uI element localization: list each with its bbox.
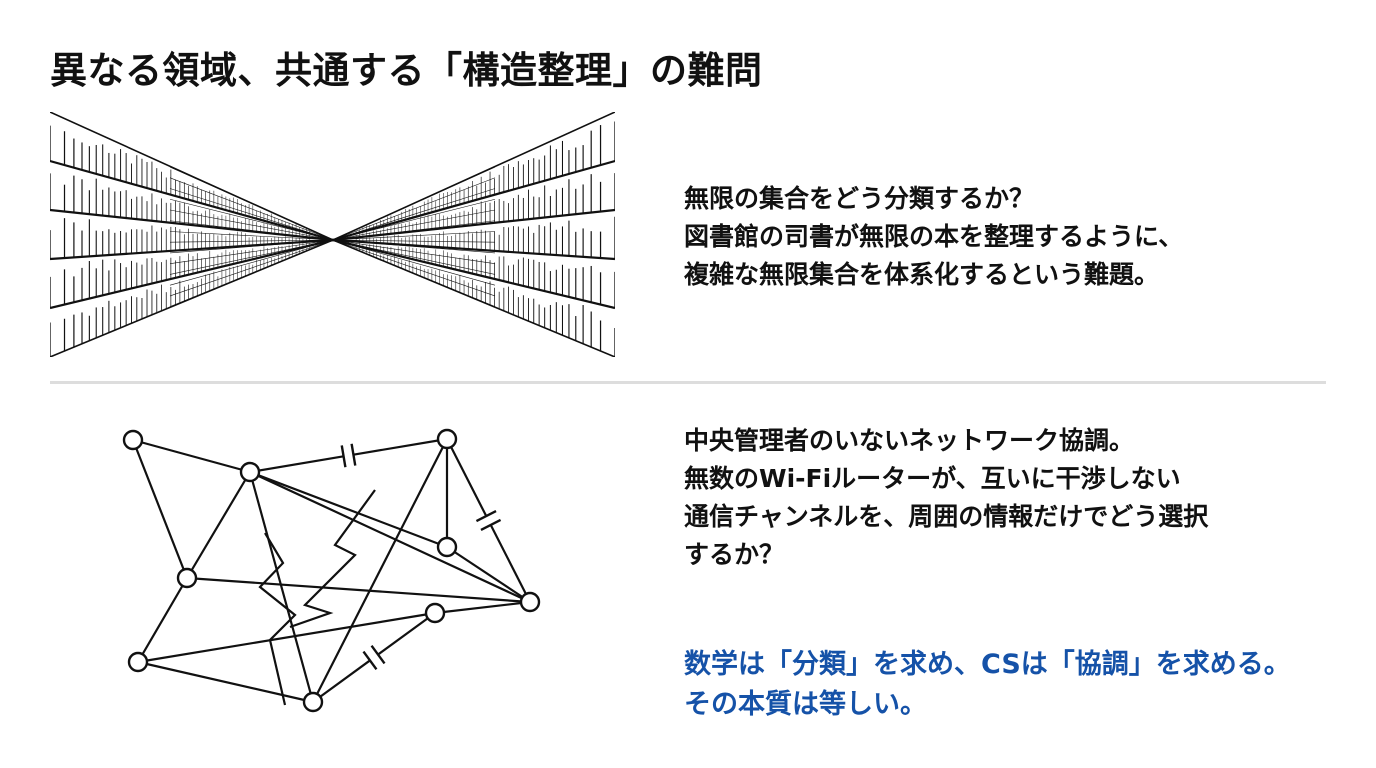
network-edges: [131, 437, 531, 706]
conclusion-line: その本質は等しい。: [684, 689, 927, 720]
network-line: するか？: [684, 540, 785, 569]
router-node: [436, 536, 458, 558]
bookshelf-wall: [332, 112, 615, 357]
network-description: 中央管理者のいないネットワーク協調。 無数のWi-Fiルーターが、互いに干渉しな…: [684, 422, 1208, 574]
classification-line: 複雑な無限集合を体系化するという難題。: [684, 260, 1160, 289]
router-network-icon: [122, 428, 541, 713]
network-line: 無数のWi-Fiルーターが、互いに干渉しない: [684, 464, 1181, 493]
router-node: [519, 591, 541, 613]
router-node: [239, 461, 261, 483]
router-node: [127, 651, 149, 673]
network-nodes: [122, 428, 541, 713]
library-bookshelves-icon: [50, 112, 615, 357]
bookshelf-wall: [50, 112, 334, 357]
slide-title: 異なる領域、共通する「構造整理」の難問: [50, 49, 763, 92]
network-line: 通信チャンネルを、周囲の情報だけでどう選択: [684, 502, 1209, 531]
router-node: [424, 602, 446, 624]
network-line: 中央管理者のいないネットワーク協調。: [684, 426, 1135, 455]
conclusion-text: 数学は「分類」を求め、CSは「協調」を求める。 その本質は等しい。: [684, 645, 1291, 725]
section-divider: [50, 381, 1326, 384]
router-node: [302, 691, 324, 713]
router-node: [176, 567, 198, 589]
conclusion-line: 数学は「分類」を求め、CSは「協調」を求める。: [684, 649, 1291, 680]
classification-line: 図書館の司書が無限の本を整理するように、: [684, 222, 1184, 251]
router-node: [122, 429, 144, 451]
router-node: [436, 428, 458, 450]
classification-line: 無限の集合をどう分類するか？: [684, 184, 1035, 213]
classification-description: 無限の集合をどう分類するか？ 図書館の司書が無限の本を整理するように、 複雑な無…: [684, 180, 1183, 294]
